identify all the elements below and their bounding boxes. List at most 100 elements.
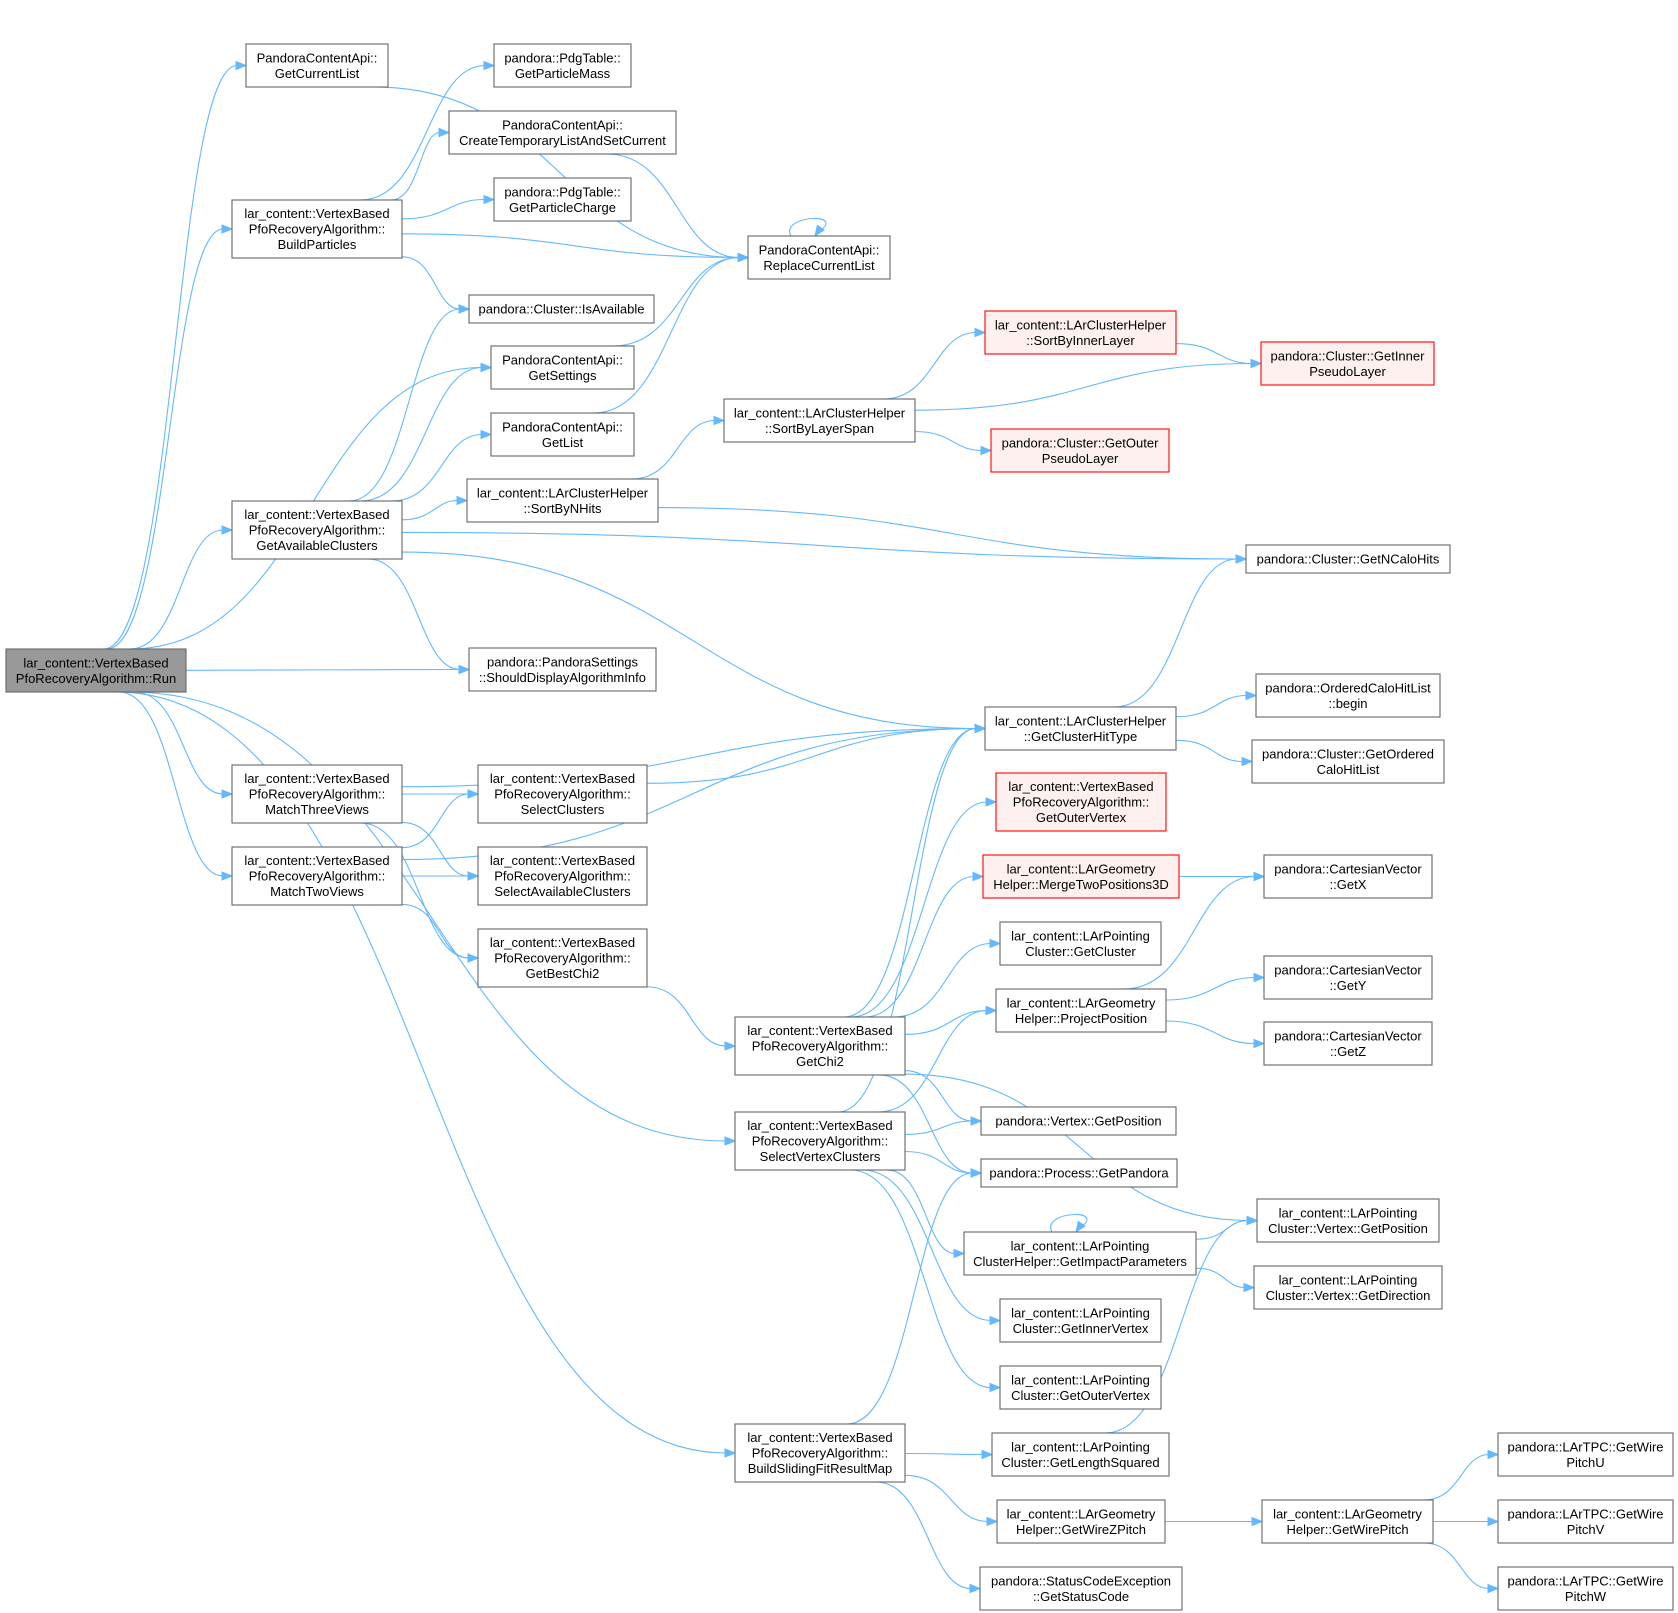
node-label-line: pandora::LArTPC::GetWire: [1507, 1506, 1663, 1521]
call-edge-line: [1165, 1020, 1256, 1045]
call-edge-line: [129, 529, 224, 650]
graph-node-getChi2[interactable]: lar_content::VertexBasedPfoRecoveryAlgor…: [734, 1016, 906, 1076]
graph-node-sortByNHits[interactable]: lar_content::LArClusterHelper::SortByNHi…: [466, 478, 659, 523]
graph-node-selectClusters[interactable]: lar_content::VertexBasedPfoRecoveryAlgor…: [477, 764, 648, 824]
call-edge: [1050, 1213, 1088, 1234]
call-edge-line: [401, 793, 470, 849]
call-edge: [119, 691, 234, 881]
call-edge: [401, 821, 480, 881]
node-label-line: pandora::OrderedCaloHitList: [1265, 680, 1431, 695]
graph-node-getCurrentList[interactable]: PandoraContentApi::GetCurrentList: [245, 43, 389, 88]
call-edge-line: [838, 727, 977, 1113]
call-edge-arrowhead: [483, 194, 496, 205]
call-edge-arrowhead: [1245, 690, 1258, 701]
call-edge-arrowhead: [1251, 1516, 1264, 1527]
call-edge-arrowhead: [724, 1136, 737, 1146]
node-label-line: lar_content::LArPointing: [1011, 1439, 1150, 1454]
graph-node-run[interactable]: lar_content::VertexBasedPfoRecoveryAlgor…: [5, 648, 187, 693]
node-label-line: pandora::Cluster::IsAvailable: [479, 302, 645, 317]
graph-node-createTempList[interactable]: PandoraContentApi::CreateTemporaryListAn…: [448, 110, 677, 155]
graph-node-getClusterHitType[interactable]: lar_content::LArClusterHelper::GetCluste…: [984, 706, 1177, 751]
node-box: [991, 1432, 1170, 1477]
call-edge-arrowhead: [458, 304, 471, 314]
graph-node-orderedBegin[interactable]: pandora::OrderedCaloHitList::begin: [1255, 673, 1441, 718]
call-edge: [838, 723, 987, 1113]
graph-node-getBestChi2[interactable]: lar_content::VertexBasedPfoRecoveryAlgor…: [477, 928, 648, 988]
call-edge-arrowhead: [1250, 358, 1263, 369]
call-edge: [1165, 1020, 1266, 1049]
call-edge: [914, 430, 993, 456]
call-edge: [904, 1449, 994, 1460]
graph-node-getSettings[interactable]: PandoraContentApi::GetSettings: [490, 345, 635, 390]
graph-node-isAvailable[interactable]: pandora::Cluster::IsAvailable: [468, 294, 655, 324]
graph-node-projectPosition[interactable]: lar_content::LArGeometryHelper::ProjectP…: [995, 988, 1167, 1033]
node-label-line: MatchTwoViews: [270, 884, 364, 899]
call-edge: [657, 507, 1248, 564]
call-edge-line: [1050, 1213, 1088, 1233]
call-edge-line: [360, 366, 483, 502]
call-edge-line: [904, 1009, 988, 1035]
graph-node-replaceCurrentList[interactable]: PandoraContentApi::ReplaceCurrentList: [747, 235, 891, 280]
node-label-line: lar_content::LArClusterHelper: [995, 713, 1167, 728]
graph-node-getParticleMass[interactable]: pandora::PdgTable::GetParticleMass: [493, 43, 632, 88]
graph-node-lpcVertexGetDirection[interactable]: lar_content::LArPointingCluster::Vertex:…: [1253, 1265, 1443, 1310]
node-label-line: ::ShouldDisplayAlgorithmInfo: [479, 670, 646, 685]
graph-node-getImpactParameters[interactable]: lar_content::LArPointingClusterHelper::G…: [963, 1231, 1197, 1276]
graph-node-mergeTwoPositions3D[interactable]: lar_content::LArGeometryHelper::MergeTwo…: [982, 854, 1180, 899]
graph-node-getNCaloHits[interactable]: pandora::Cluster::GetNCaloHits: [1245, 544, 1451, 574]
graph-node-getWirePitch[interactable]: lar_content::LArGeometryHelper::GetWireP…: [1261, 1499, 1434, 1544]
graph-node-lpcGetLengthSquared[interactable]: lar_content::LArPointingCluster::GetLeng…: [991, 1432, 1170, 1477]
graph-node-cvGetX[interactable]: pandora::CartesianVector::GetX: [1263, 854, 1433, 899]
node-box: [231, 199, 403, 259]
graph-node-matchThreeViews[interactable]: lar_content::VertexBasedPfoRecoveryAlgor…: [231, 764, 403, 824]
graph-node-getAvailableClusters[interactable]: lar_content::VertexBasedPfoRecoveryAlgor…: [231, 500, 403, 560]
graph-node-cvGetZ[interactable]: pandora::CartesianVector::GetZ: [1263, 1021, 1433, 1066]
node-box: [490, 345, 635, 390]
call-edge-arrowhead: [713, 415, 726, 426]
call-edge-line: [904, 1120, 973, 1135]
graph-node-cvGetY[interactable]: pandora::CartesianVector::GetY: [1263, 955, 1433, 1000]
graph-node-getOuterVertex[interactable]: lar_content::VertexBasedPfoRecoveryAlgor…: [995, 772, 1167, 832]
graph-node-buildParticles[interactable]: lar_content::VertexBasedPfoRecoveryAlgor…: [231, 199, 403, 259]
graph-node-buildSlidingFit[interactable]: lar_content::VertexBasedPfoRecoveryAlgor…: [734, 1423, 906, 1483]
node-label-line: lar_content::LArPointing: [1011, 1372, 1150, 1387]
node-box: [980, 1158, 1178, 1188]
graph-node-sortByLayerSpan[interactable]: lar_content::LArClusterHelper::SortByLay…: [723, 398, 916, 443]
call-edge-line: [129, 691, 727, 1142]
node-label-line: ClusterHelper::GetImpactParameters: [973, 1254, 1187, 1269]
graph-node-lpcVertexGetPosition[interactable]: lar_content::LArPointingCluster::Vertex:…: [1256, 1198, 1440, 1243]
graph-node-shouldDisplay[interactable]: pandora::PandoraSettings::ShouldDisplayA…: [468, 647, 657, 692]
graph-node-lpcGetOuterVertex[interactable]: lar_content::LArPointingCluster::GetOute…: [999, 1365, 1162, 1410]
call-edge: [401, 194, 496, 220]
call-edge: [129, 525, 234, 650]
node-label-line: PfoRecoveryAlgorithm::: [249, 222, 386, 237]
graph-node-getParticleCharge[interactable]: pandora::PdgTable::GetParticleCharge: [493, 177, 632, 222]
call-edge-line: [846, 1172, 973, 1425]
node-label-line: GetParticleMass: [515, 66, 611, 81]
node-label-line: ReplaceCurrentList: [763, 258, 875, 273]
graph-node-getPandora[interactable]: pandora::Process::GetPandora: [980, 1158, 1178, 1188]
graph-node-matchTwoViews[interactable]: lar_content::VertexBasedPfoRecoveryAlgor…: [231, 846, 403, 906]
node-label-line: GetList: [542, 435, 584, 450]
call-edge-line: [349, 308, 461, 502]
graph-node-getStatusCode[interactable]: pandora::StatusCodeException::GetStatusC…: [979, 1566, 1183, 1611]
graph-node-getList[interactable]: PandoraContentApi::GetList: [490, 412, 635, 457]
graph-node-lpcGetCluster[interactable]: lar_content::LArPointingCluster::GetClus…: [999, 921, 1162, 966]
call-edge: [401, 531, 1248, 564]
graph-node-selectVertexClusters[interactable]: lar_content::VertexBasedPfoRecoveryAlgor…: [734, 1111, 906, 1171]
node-label-line: GetCurrentList: [275, 66, 360, 81]
graph-node-getWireZPitch[interactable]: lar_content::LArGeometryHelper::GetWireZ…: [996, 1499, 1166, 1544]
node-box: [477, 764, 648, 824]
node-label-line: lar_content::LArGeometry: [1007, 995, 1156, 1010]
graph-node-selectAvailableClusters[interactable]: lar_content::VertexBasedPfoRecoveryAlgor…: [477, 846, 648, 906]
call-edge: [846, 1168, 983, 1425]
graph-node-sortByInnerLayer[interactable]: lar_content::LArClusterHelper::SortByInn…: [984, 310, 1177, 355]
graph-node-lpcGetInnerVertex[interactable]: lar_content::LArPointingCluster::GetInne…: [999, 1298, 1162, 1343]
graph-node-vertexGetPosition[interactable]: pandora::Vertex::GetPosition: [980, 1106, 1177, 1136]
